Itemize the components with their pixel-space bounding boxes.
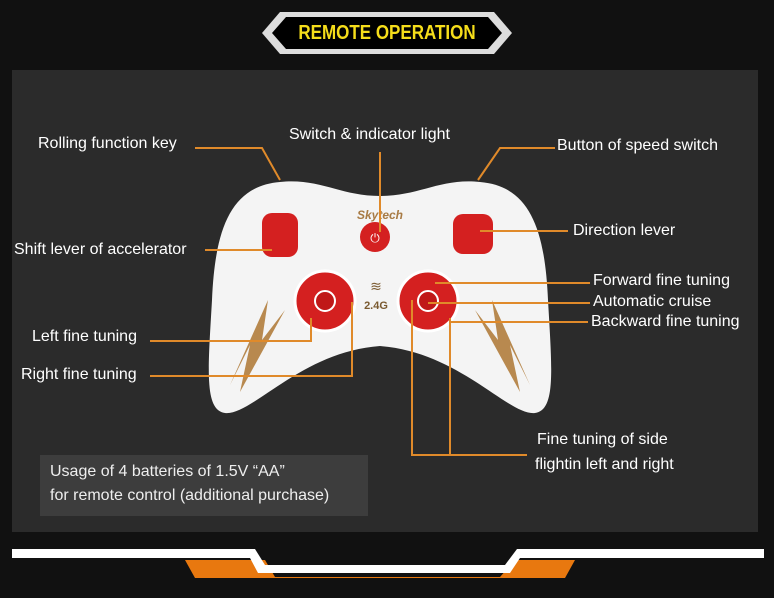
label-forward-fine-tuning: Forward fine tuning — [593, 272, 730, 289]
battery-note: Usage of 4 batteries of 1.5V “AA” for re… — [40, 455, 368, 516]
label-side-tuning-1: Fine tuning of side — [537, 431, 668, 448]
label-automatic-cruise: Automatic cruise — [593, 293, 712, 310]
battery-note-line2: for remote control (additional purchase) — [50, 487, 330, 504]
left-stick[interactable] — [262, 213, 298, 257]
page-title: REMOTE OPERATION — [298, 21, 476, 44]
label-switch-indicator: Switch & indicator light — [289, 126, 450, 143]
label-right-fine-tuning: Right fine tuning — [21, 366, 137, 383]
wifi-icon: ≋ — [370, 278, 382, 294]
label-backward-fine-tuning: Backward fine tuning — [591, 313, 740, 330]
label-speed-switch: Button of speed switch — [557, 137, 718, 154]
footer-bar — [12, 549, 764, 573]
callout-lines — [150, 147, 590, 456]
band-label: 2.4G — [364, 300, 388, 312]
title-plate — [272, 17, 502, 49]
battery-note-line1: Usage of 4 batteries of 1.5V “AA” — [50, 463, 285, 480]
power-button[interactable] — [360, 222, 390, 252]
label-shift-lever: Shift lever of accelerator — [14, 241, 187, 258]
power-icon: ⏻ — [370, 231, 380, 245]
lightning-right — [475, 300, 530, 392]
label-left-fine-tuning: Left fine tuning — [32, 328, 137, 345]
right-stick[interactable] — [453, 214, 493, 254]
label-direction-lever: Direction lever — [573, 222, 676, 239]
label-side-tuning-2: flightin left and right — [535, 456, 674, 473]
label-rolling-function-key: Rolling function key — [38, 135, 177, 152]
left-dpad[interactable] — [293, 269, 357, 333]
lightning-left — [230, 300, 285, 392]
